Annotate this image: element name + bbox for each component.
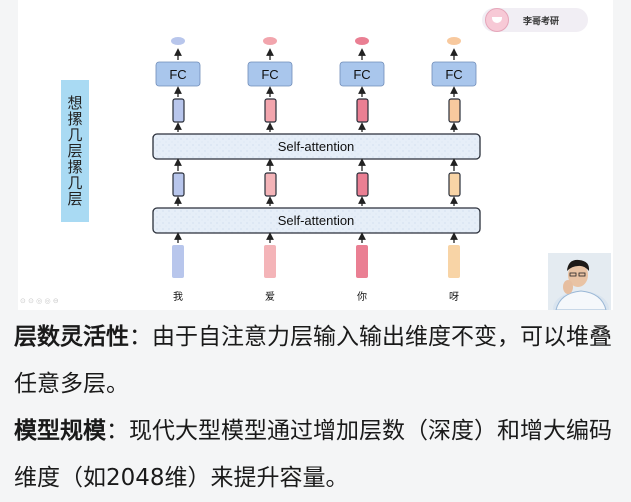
input-embedding-3 [356,245,368,278]
attention-bar-top [152,133,481,160]
fc-box-2 [247,61,293,87]
attention-bar-bottom-label: Self-attention [278,213,355,228]
fc-box-1 [155,61,201,87]
attention-bar-bottom [152,207,481,234]
hidden-l1-4 [448,172,461,197]
hidden-l2-2 [264,98,277,123]
desc-layers: ：由于自注意力层输入输出维度不变，可以堆叠任意多层。 [14,324,612,397]
output-node-2 [263,37,277,45]
output-node-3 [355,37,369,45]
desc-scale: ：现代大型模型通过增加层数（深度）和增大编码维度（如2048维）来提升容量。 [14,418,612,491]
token-3: 你 [357,290,367,303]
badge-text: 李哥考研 [523,16,560,27]
paragraph-layers: 层数灵活性：由于自注意力层输入输出维度不变，可以堆叠任意多层。 [14,314,614,408]
hidden-l2-1 [172,98,185,123]
hidden-l2-3 [356,98,369,123]
watermark-icons: ⊙ ⊙ ◎ ◎ ⊖ [20,297,59,305]
side-label-text: 想摞几层摞几层 [65,95,84,207]
presenter-webcam [548,253,611,310]
fc-label-3: FC [353,67,370,82]
side-label: 想摞几层摞几层 [61,80,89,222]
explanation-text: 层数灵活性：由于自注意力层输入输出维度不变，可以堆叠任意多层。 模型规模：现代大… [14,314,614,502]
output-node-1 [171,37,185,45]
fc-label-2: FC [261,67,278,82]
author-badge: 李哥考研 [482,8,588,32]
token-4: 呀 [449,291,459,303]
hidden-l2-4 [448,98,461,123]
fc-label-4: FC [445,67,462,82]
fc-label-1: FC [169,67,186,82]
input-embedding-2 [264,245,276,278]
fc-box-3 [339,61,385,87]
avatar [485,8,509,32]
output-node-4 [447,37,461,45]
input-embedding-4 [448,245,460,278]
attention-bar-top-label: Self-attention [278,139,355,154]
hidden-l1-3 [356,172,369,197]
hidden-l1-1 [172,172,185,197]
token-2: 爱 [265,290,275,303]
fc-box-4 [431,61,477,87]
input-embedding-1 [172,245,184,278]
term-scale: 模型规模 [14,418,106,444]
paragraph-scale: 模型规模：现代大型模型通过增加层数（深度）和增大编码维度（如2048维）来提升容… [14,408,614,502]
hidden-l1-2 [264,172,277,197]
token-1: 我 [173,291,183,303]
term-layers: 层数灵活性 [14,324,129,350]
